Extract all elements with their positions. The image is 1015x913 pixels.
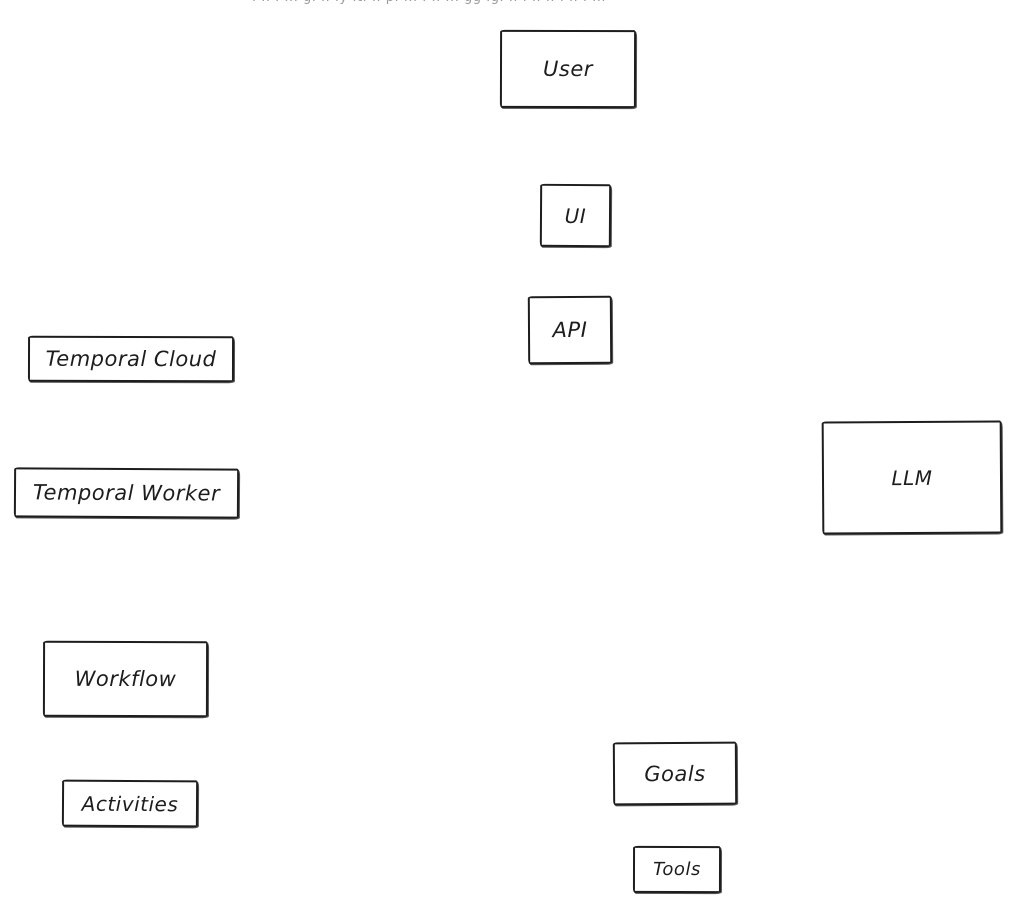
diagram-node-llm: LLM xyxy=(821,420,1003,535)
diagram-node-tools: Tools xyxy=(632,845,722,894)
node-label-temporal-worker: Temporal Worker xyxy=(32,480,221,506)
diagram-node-ui: UI xyxy=(539,183,612,248)
diagram-node-goals: Goals xyxy=(612,741,738,806)
diagram-node-user: User xyxy=(499,29,637,109)
diagram-node-temporal-worker: Temporal Worker xyxy=(13,467,240,519)
node-label-tools: Tools xyxy=(653,858,701,881)
diagram-node-api: API xyxy=(527,295,613,365)
node-label-temporal-cloud: Temporal Cloud xyxy=(45,346,217,372)
node-label-activities: Activities xyxy=(81,791,179,816)
diagram-node-activities: Activities xyxy=(61,779,199,828)
node-label-workflow: Workflow xyxy=(74,666,177,692)
node-label-user: User xyxy=(543,56,593,82)
node-label-ui: UI xyxy=(564,203,587,228)
node-label-llm: LLM xyxy=(891,465,933,490)
node-label-goals: Goals xyxy=(644,761,706,786)
clipped-text-top: . .. . ... g. .. .y .t. .. p. ... . .. .… xyxy=(252,0,740,7)
node-label-api: API xyxy=(552,317,588,343)
diagram-node-workflow: Workflow xyxy=(42,640,209,718)
diagram-node-temporal-cloud: Temporal Cloud xyxy=(27,335,235,383)
